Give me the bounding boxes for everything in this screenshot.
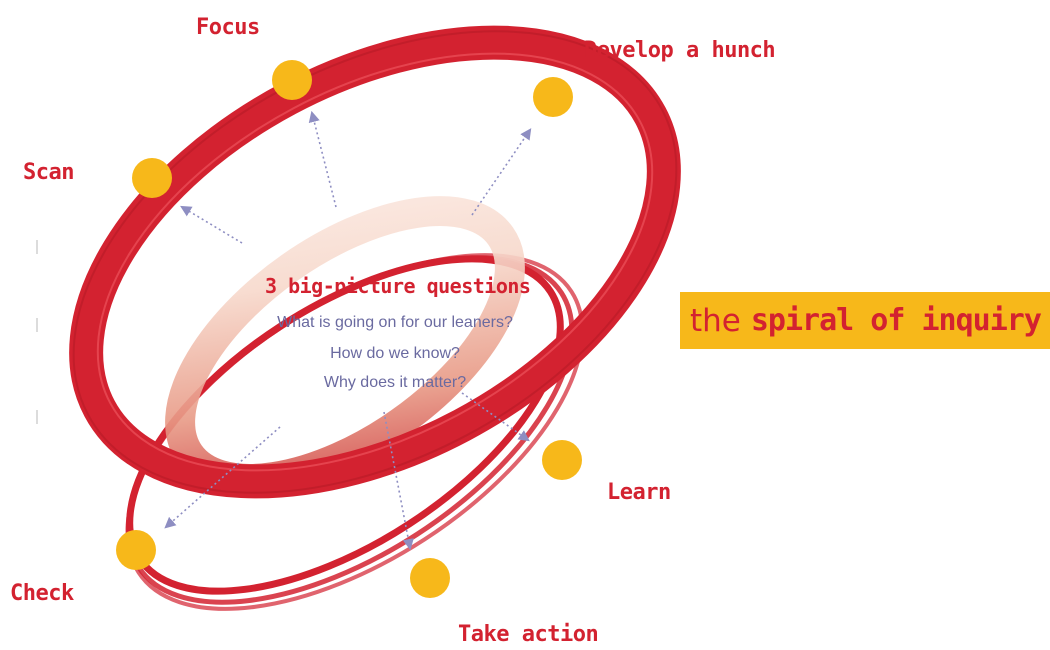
title-banner: the spiral of inquiry <box>680 292 1050 349</box>
arrow-to-focus <box>308 110 337 208</box>
arrow-to-take-action <box>383 411 414 551</box>
node-scan <box>132 158 172 198</box>
edge-mark <box>36 240 38 254</box>
arrow-to-check <box>164 426 281 529</box>
edge-mark <box>36 410 38 424</box>
stage-label-focus: Focus <box>196 15 260 40</box>
edge-mark <box>36 318 38 332</box>
center-heading: 3 big-picture questions <box>265 274 531 298</box>
node-check <box>116 530 156 570</box>
title-prefix: the <box>690 302 741 339</box>
stage-label-check: Check <box>10 581 74 606</box>
node-learn <box>542 440 582 480</box>
inquiry-arrows <box>164 110 532 551</box>
title-main: spiral of inquiry <box>750 303 1042 338</box>
center-question: What is going on for our leaners? <box>277 314 513 331</box>
stage-label-scan: Scan <box>23 160 74 185</box>
spiral-back-loop <box>125 253 585 611</box>
arrow-to-learn <box>461 392 530 442</box>
node-focus <box>272 60 312 100</box>
stage-nodes <box>116 60 582 598</box>
node-take-action <box>410 558 450 598</box>
center-question: Why does it matter? <box>323 374 467 391</box>
node-develop <box>533 77 573 117</box>
stage-label-take-action: Take action <box>458 622 599 647</box>
arrow-to-scan <box>180 205 243 244</box>
center-question: How do we know? <box>330 345 460 362</box>
stage-label-learn: Learn <box>607 480 671 505</box>
arrow-to-develop <box>471 128 532 216</box>
stage-label-develop: Develop a hunch <box>584 38 776 63</box>
spiral-inner-loop <box>165 196 525 494</box>
